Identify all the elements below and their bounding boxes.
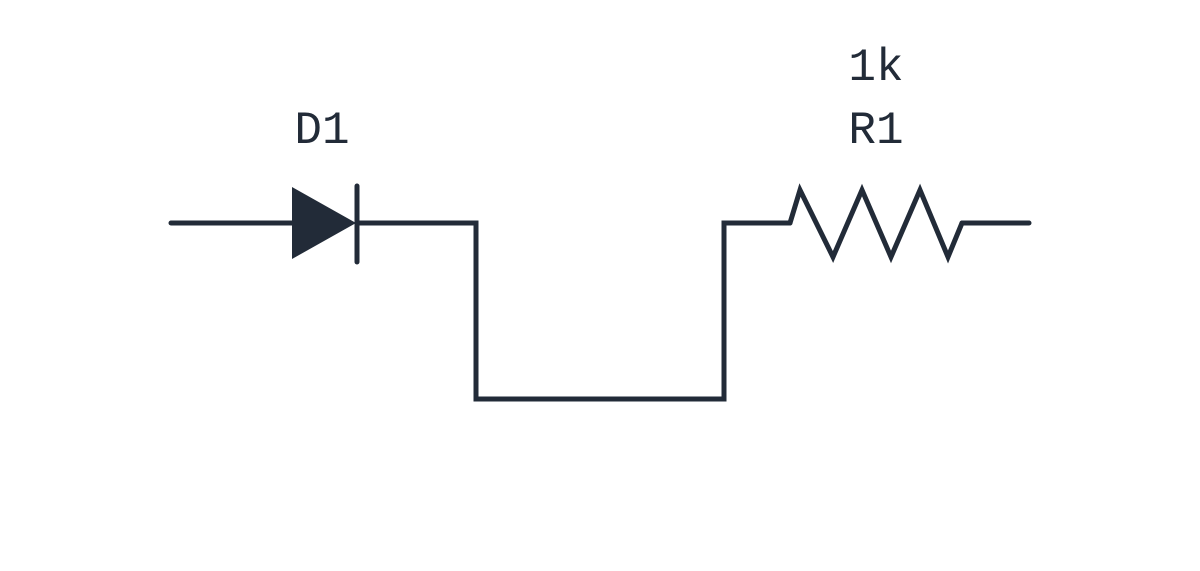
resistor-reference-label: R1: [848, 105, 903, 157]
diode-reference-label: D1: [294, 105, 349, 157]
resistor-value-label: 1k: [848, 42, 903, 94]
resistor-r1: [787, 183, 965, 264]
diode-d1: [292, 183, 360, 265]
diode-triangle: [292, 187, 356, 259]
connecting-wire: [354, 220, 793, 402]
